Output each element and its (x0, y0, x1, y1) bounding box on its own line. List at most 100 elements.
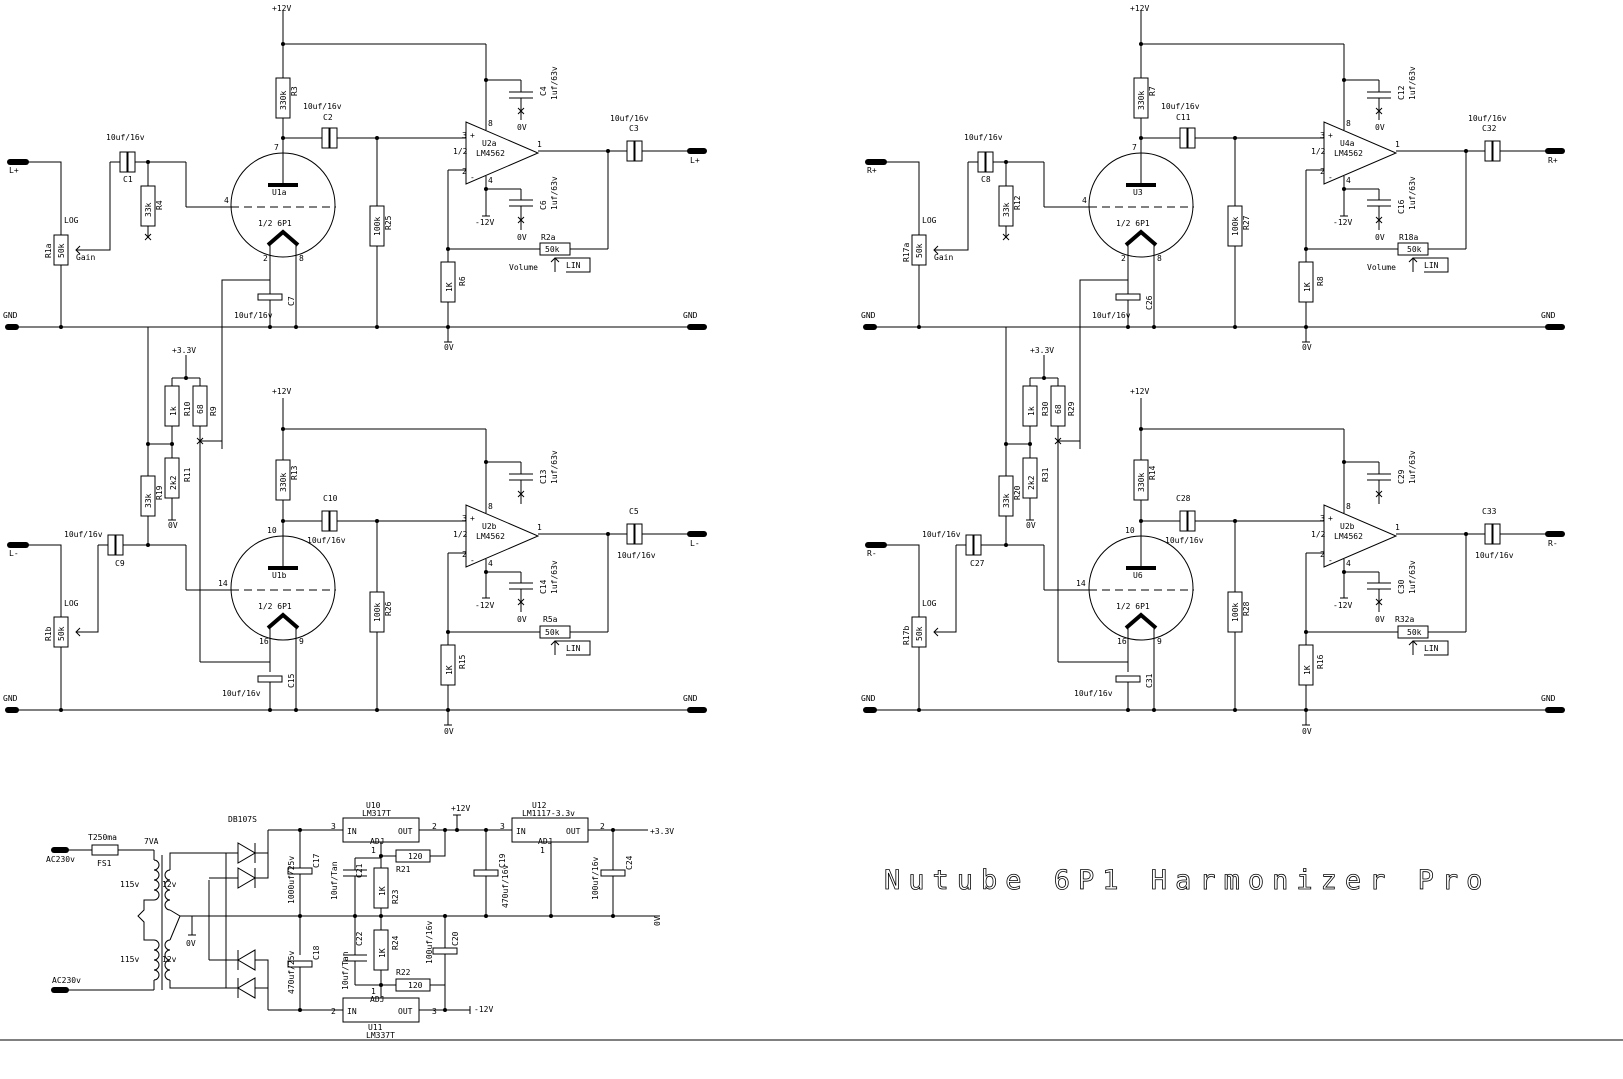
label-c-couple: C11 (1176, 113, 1191, 122)
label-r-value: 330k (279, 473, 288, 492)
label-pri1: 115v (120, 880, 139, 889)
label-pin: 9 (299, 637, 304, 646)
label-cap: 10uf/16v (64, 530, 103, 539)
stage-left-upper (8, 10, 704, 449)
label-gnd: GND (861, 311, 876, 320)
label-r-div3: R31 (1041, 467, 1050, 482)
label-0v: 0V (1302, 343, 1312, 352)
label-log: LOG (922, 216, 937, 225)
label-r-grid: R12 (1013, 195, 1022, 210)
label-c-out: C5 (629, 507, 639, 516)
label-r-value: 100k (373, 603, 382, 622)
label-cap: 10uf/16v (617, 551, 656, 560)
label-pin: 3 (1320, 514, 1325, 523)
label-r-value: 100k (1231, 603, 1240, 622)
label-pin: 3 (432, 1007, 437, 1016)
label-c22v: 10uf/Tan (341, 951, 350, 990)
label-u12t: LM1117-3.3v (522, 809, 575, 818)
label-cap: 10uf/16v (964, 133, 1003, 142)
label-r120: 120 (408, 981, 423, 990)
label-pin: 10 (267, 526, 277, 535)
label-c24: C24 (625, 855, 634, 870)
label-vol-pot: R5a (543, 615, 558, 624)
label-lin: LIN (1424, 261, 1439, 270)
label-pot-value: 50k (915, 243, 924, 258)
label-pin: 2 (1320, 550, 1325, 559)
label-0v: 0V (1302, 727, 1312, 736)
label-c-in: C1 (123, 175, 133, 184)
label-0v: 0V (1026, 521, 1036, 530)
label-opamp-type: LM4562 (476, 532, 505, 541)
label-vol-pot: R2a (541, 233, 556, 242)
label-c-fil: C15 (287, 673, 296, 688)
label-r1k: 1K (378, 948, 387, 958)
label-log: LOG (64, 599, 79, 608)
label-0v: 0V (517, 615, 527, 624)
label-c-dec-neg: C16 (1397, 199, 1406, 214)
label-pin: 1 (537, 140, 542, 149)
label-r-plate: R3 (290, 86, 299, 96)
label-0v: 0V (517, 123, 527, 132)
label-ac-bot: AC230v (52, 976, 81, 985)
label-u11: U11 (368, 1023, 383, 1032)
label-u11t: LM337T (366, 1031, 395, 1040)
label-0v: 0V (1375, 233, 1385, 242)
label-p33: +3.3V (650, 827, 674, 836)
label-cap: 10uf/16v (1074, 689, 1113, 698)
label-c-dec-pos: C13 (539, 469, 548, 484)
label-0v: 0V (1375, 123, 1385, 132)
label-gnd: GND (3, 311, 18, 320)
label-cap: 10uf/16v (922, 530, 961, 539)
label-opamp: U2a (482, 139, 497, 148)
label-c-fil: C31 (1145, 673, 1154, 688)
label-cap: 10uf/16v (307, 536, 346, 545)
label-adj: ADJ (538, 837, 552, 846)
bias-left (145, 326, 271, 663)
label-neg12: -12V (475, 601, 494, 610)
label-tube: U3 (1133, 188, 1143, 197)
label-pin: 8 (1346, 502, 1351, 511)
label-tube-type: 1/2 6P1 (258, 602, 292, 611)
label-opamp: U2b (482, 522, 497, 531)
stage-right-upper (866, 10, 1562, 449)
label-gain: Gain (934, 253, 953, 262)
label-in: IN (347, 827, 357, 836)
label-r-div3: R11 (183, 467, 192, 482)
label-pin: 8 (488, 119, 493, 128)
label-pin: 2 (462, 167, 467, 176)
label-minus: - (1328, 173, 1333, 182)
label-ov: 0V (653, 916, 662, 926)
label-out: OUT (398, 1007, 413, 1016)
label-pin: 2 (600, 822, 605, 831)
label-pin: 8 (1346, 119, 1351, 128)
label-cap: 1uf/63v (550, 66, 559, 100)
label-minus: - (1328, 556, 1333, 565)
label-lin: LIN (566, 261, 581, 270)
label-c20: C20 (451, 931, 460, 946)
label-gnd: GND (3, 694, 18, 703)
label-cap: 10uf/16v (1165, 536, 1204, 545)
label-opamp-type: LM4562 (1334, 149, 1363, 158)
label-r-value: 330k (279, 91, 288, 110)
label-r-value: 2k2 (1027, 475, 1036, 490)
label-plus: + (1328, 131, 1333, 140)
label-out: OUT (566, 827, 581, 836)
label-cap: 1uf/63v (550, 450, 559, 484)
label-gnd: GND (683, 311, 698, 320)
label-r-bias: R25 (384, 215, 393, 230)
label-r-fb: R15 (458, 654, 467, 669)
label-r-value: 33k (144, 493, 153, 508)
label-c18: C18 (312, 945, 321, 960)
label-opamp: U4a (1340, 139, 1355, 148)
label-r-value: 1K (1303, 282, 1312, 292)
label-cap: 1uf/63v (1408, 176, 1417, 210)
label-pin: 2 (263, 254, 268, 263)
label-pin: 9 (1157, 637, 1162, 646)
label-r-bias: R26 (384, 601, 393, 616)
label-r-value: 1K (445, 665, 454, 675)
label-gain: Gain (76, 253, 95, 262)
label-r120: 120 (408, 852, 423, 861)
label-r-fb: R16 (1316, 654, 1325, 669)
label-c-dec-pos: C4 (539, 86, 548, 96)
label-r-value: 68 (196, 404, 205, 414)
